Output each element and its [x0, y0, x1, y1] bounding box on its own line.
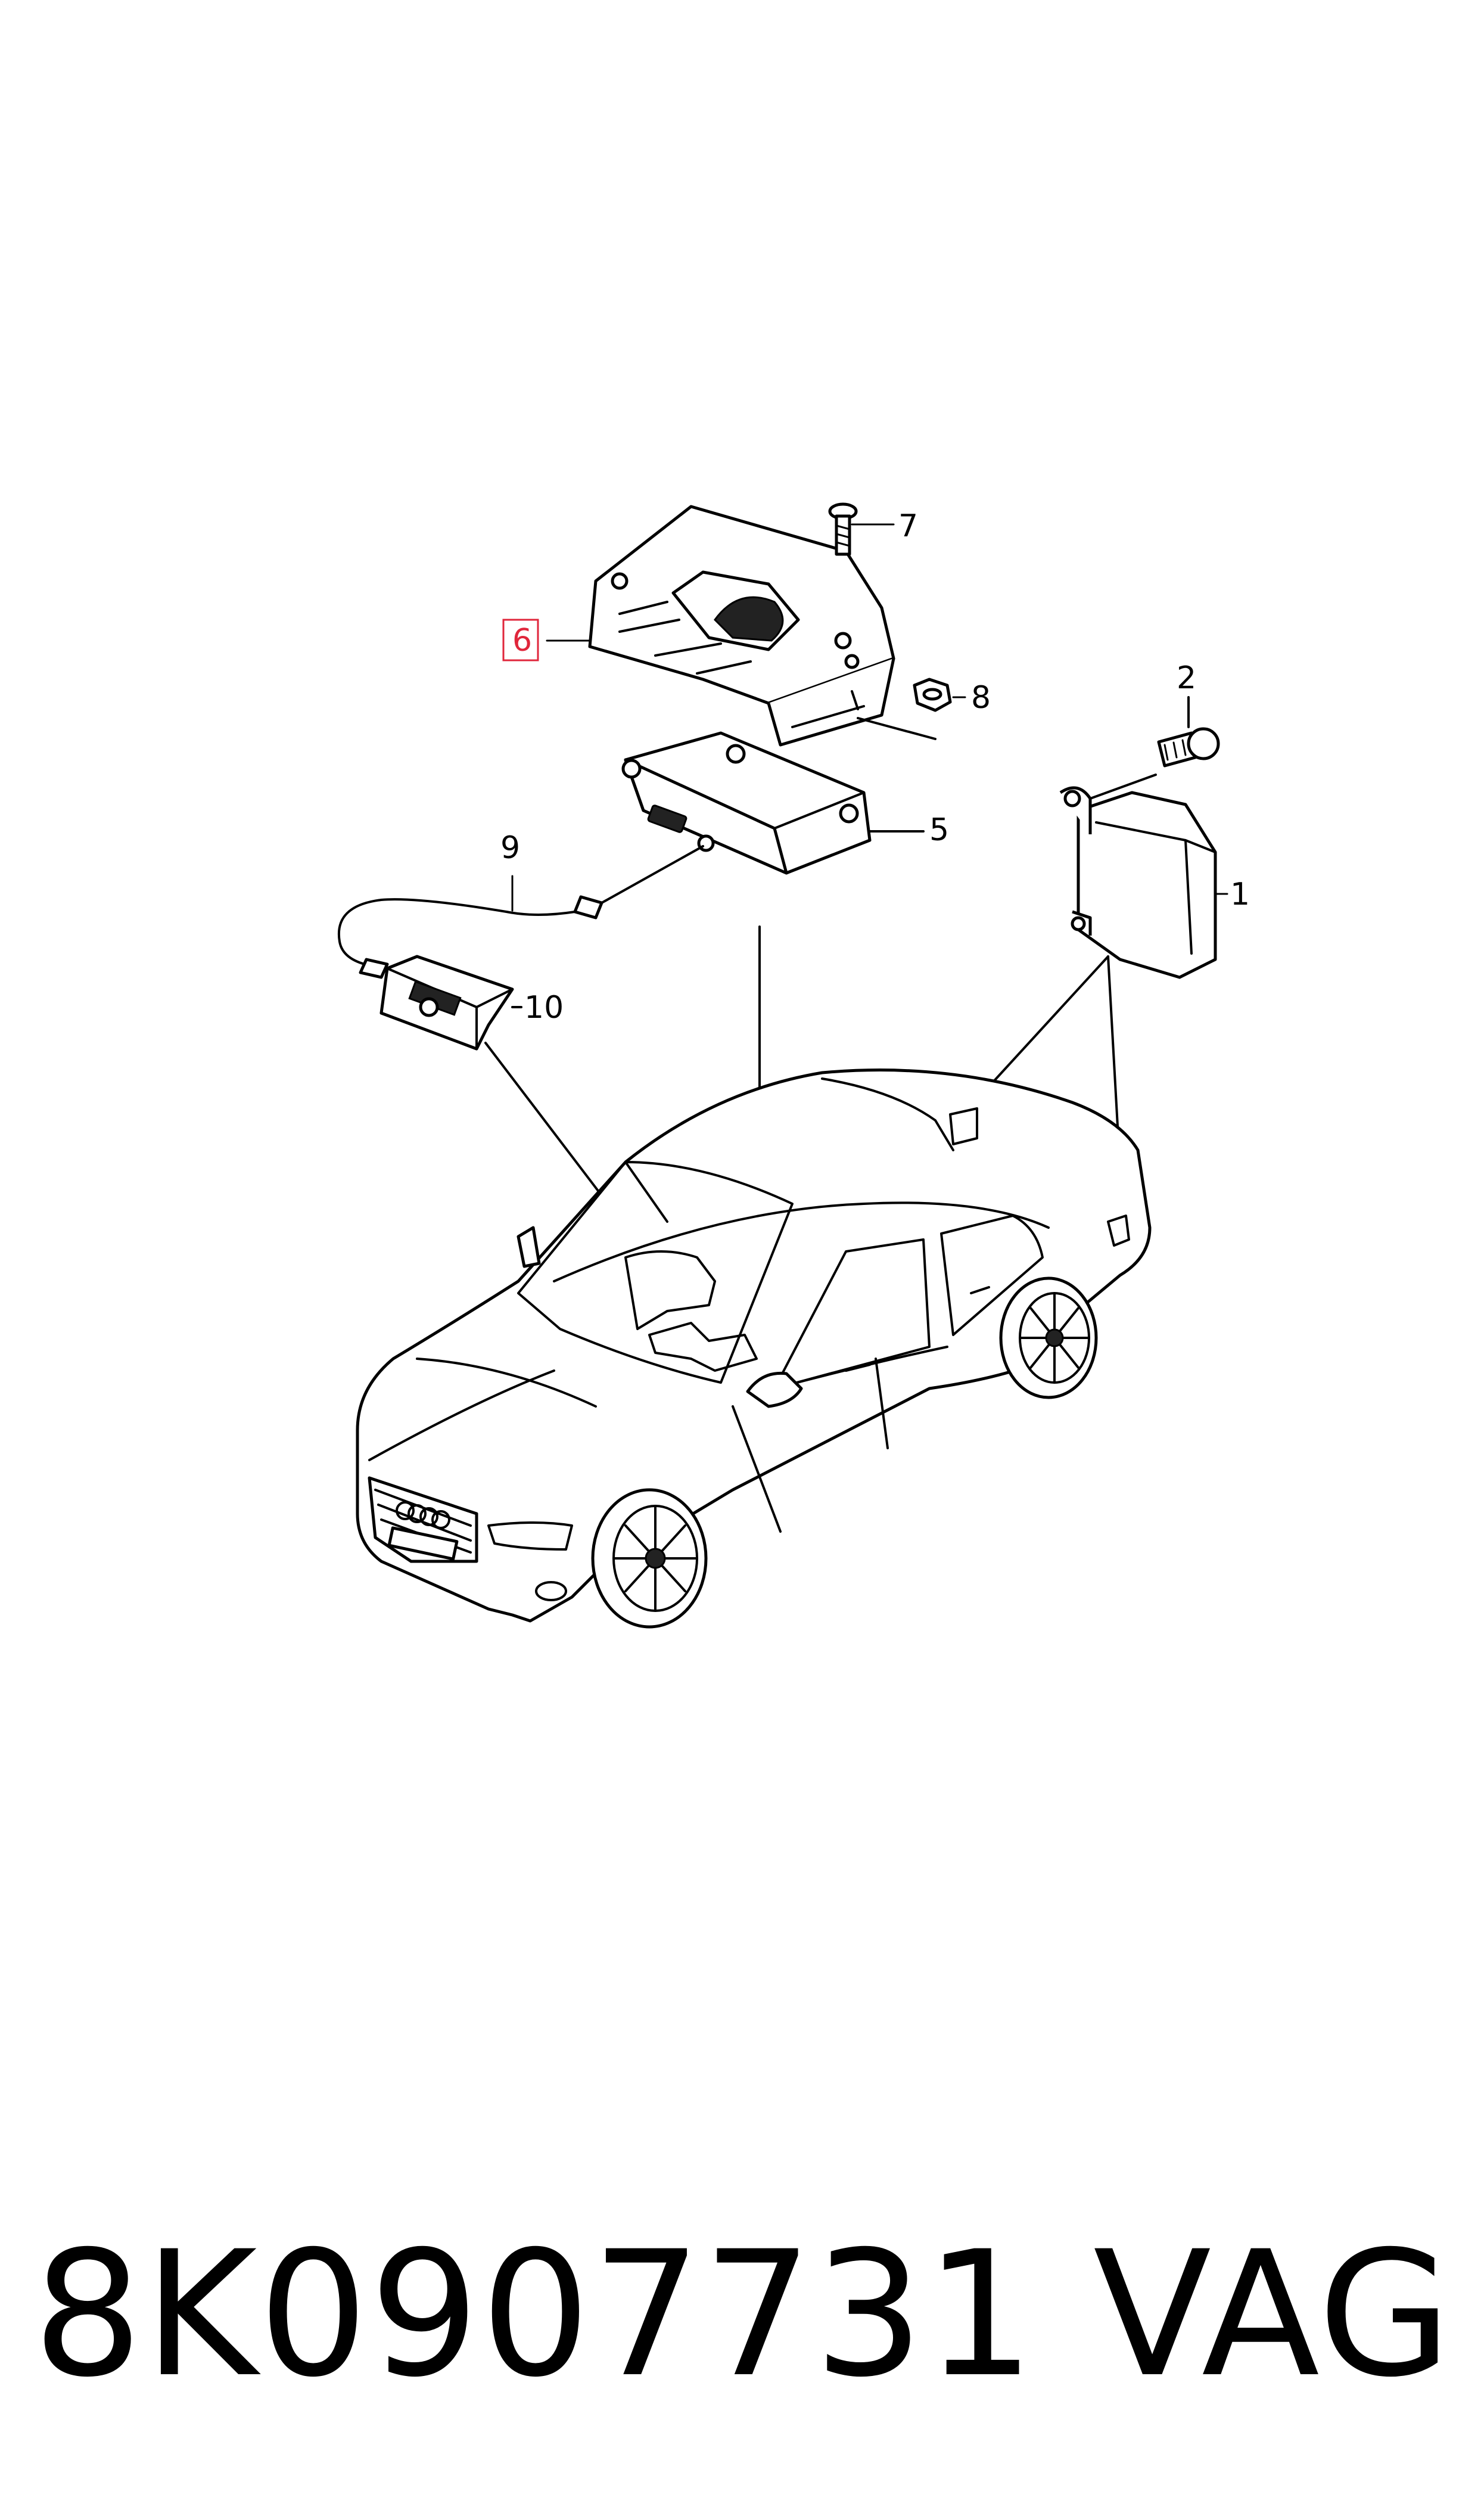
highlighted-callout-box: [502, 619, 539, 661]
screw-2-part: [1157, 696, 1220, 768]
part-number-label: 8K0907731: [33, 2214, 1037, 2415]
bracket-plate-part: [588, 505, 937, 747]
callout-10[interactable]: 10: [524, 990, 564, 1026]
callout-8[interactable]: 8: [971, 680, 991, 716]
callout-7[interactable]: 7: [898, 508, 918, 544]
antenna-module-10-part: [379, 955, 522, 1051]
callout-9[interactable]: 9: [500, 830, 520, 866]
callout-2[interactable]: 2: [1177, 660, 1196, 696]
control-unit-5-part: [621, 731, 925, 875]
callout-1[interactable]: 1: [1230, 877, 1250, 912]
callout-6[interactable]: 6: [512, 623, 532, 659]
callout-ticks: [546, 523, 1228, 895]
car-illustration: [356, 1069, 1152, 1629]
callout-5[interactable]: 5: [929, 812, 949, 848]
cable-9-part: [337, 845, 704, 979]
manufacturer-label: VAG: [1093, 2214, 1453, 2415]
bolt-7-part: [828, 502, 858, 556]
nut-8-part: [913, 678, 952, 712]
sensor-unit-1-part: [1059, 774, 1217, 979]
